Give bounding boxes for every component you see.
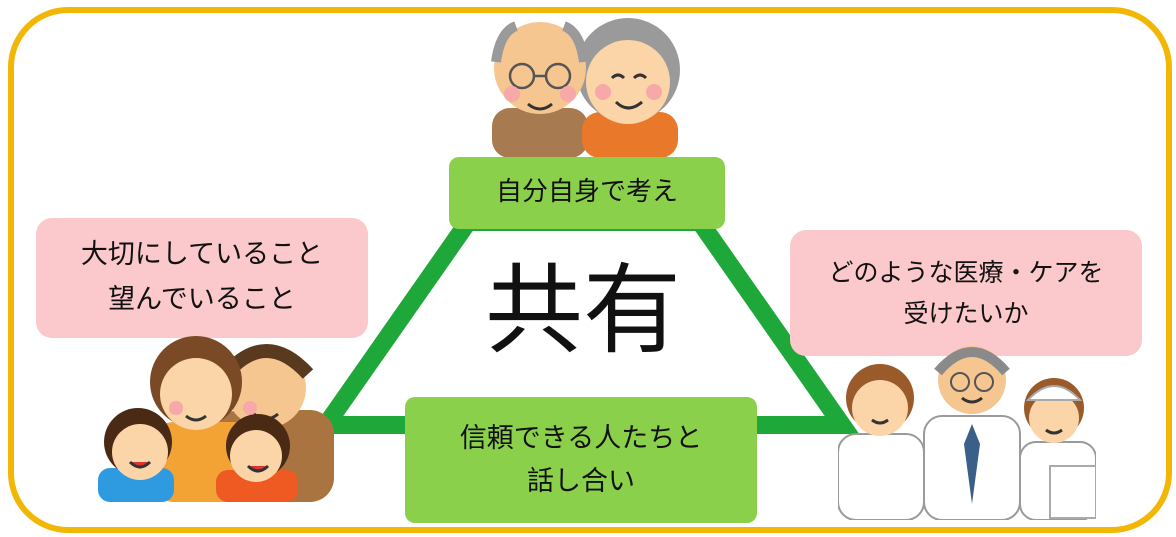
top-box-self-thinking: 自分自身で考え	[449, 157, 725, 229]
center-label-sharing: 共有	[484, 254, 681, 368]
grandfather-body	[492, 108, 588, 158]
medical-staff-illustration	[838, 346, 1096, 520]
female-doctor-coat	[838, 433, 925, 520]
girl-body	[216, 470, 298, 502]
right-box-line2: 受けたいか	[903, 299, 1029, 328]
left-box-values: 大切にしていること 望んでいること	[36, 218, 368, 338]
grandmother-body	[582, 112, 678, 158]
family-illustration	[98, 336, 334, 502]
right-box-care-wishes: どのような医療・ケアを 受けたいか	[790, 230, 1142, 356]
bottom-box-line1: 信頼できる人たちと	[459, 422, 703, 454]
top-box-label: 自分自身で考え	[495, 177, 678, 208]
boy-body	[98, 468, 174, 502]
bottom-box-discussion: 信頼できる人たちと 話し合い	[405, 397, 757, 523]
female-doctor-face	[852, 380, 908, 436]
elderly-couple-illustration	[491, 18, 680, 158]
nurse-cap	[1025, 385, 1083, 401]
doctor-face	[938, 346, 1006, 414]
left-box-line2: 望んでいること	[108, 284, 296, 315]
bottom-box-line2: 話し合い	[527, 466, 635, 497]
right-box-line1: どのような医療・ケアを	[828, 257, 1104, 287]
girl-face	[230, 430, 282, 482]
nurse-face	[1029, 393, 1079, 443]
rounded-frame	[8, 7, 1172, 533]
boy-face	[112, 424, 168, 480]
nurse-clipboard	[1049, 465, 1096, 519]
left-box-line1: 大切にしていること	[80, 239, 324, 271]
grandmother-face	[586, 40, 670, 124]
